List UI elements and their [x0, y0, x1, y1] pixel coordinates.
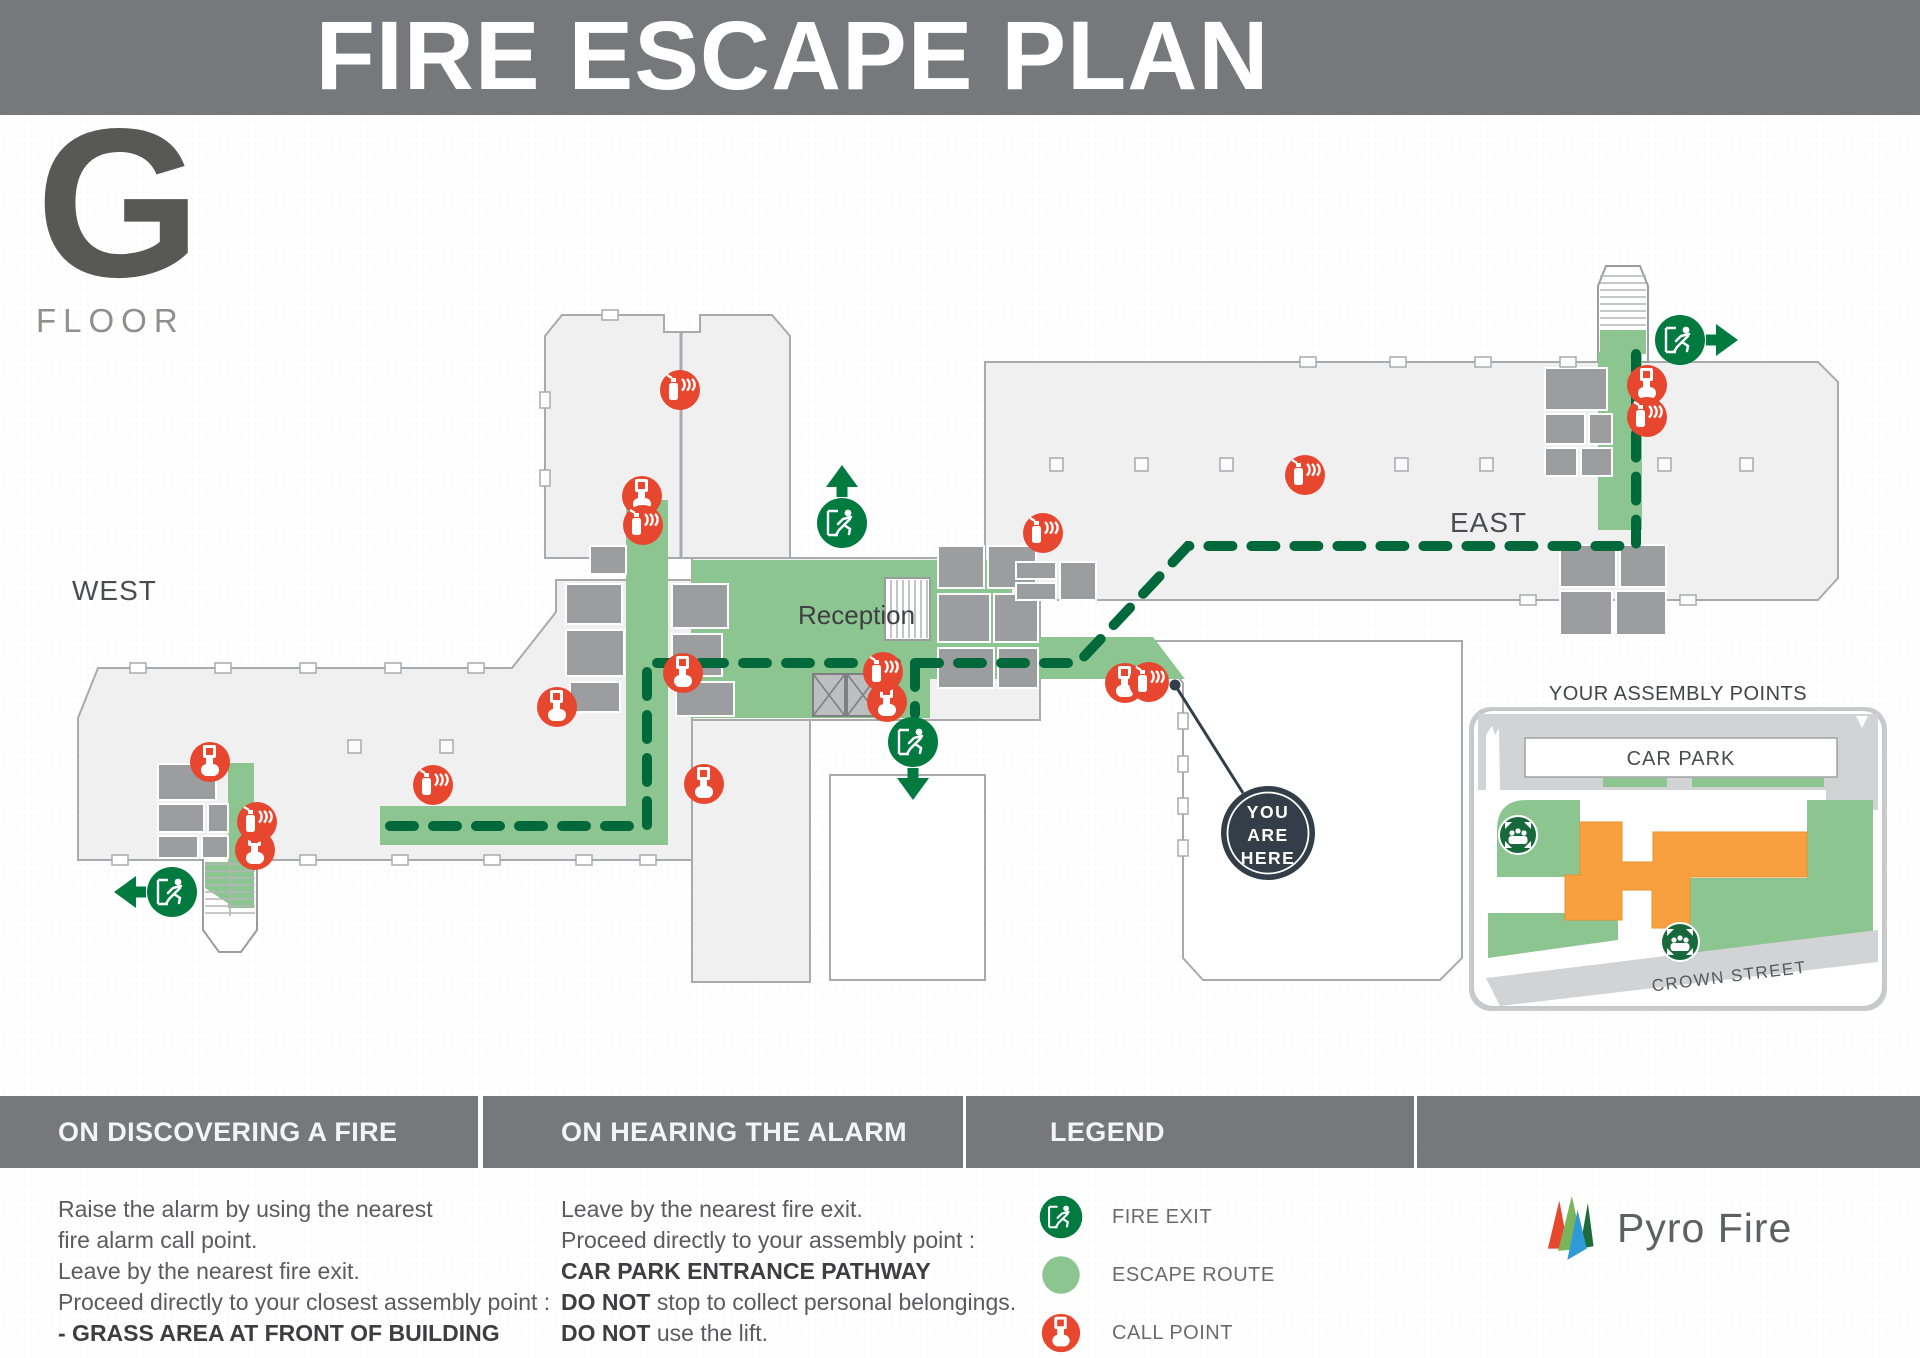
- fire-extinguisher-icon: [1285, 455, 1325, 495]
- title-bar: FIRE ESCAPE PLAN: [0, 0, 1920, 115]
- assembly-points-inset: YOUR ASSEMBLY POINTS CAR PARK CROWN STRE…: [1469, 683, 1887, 1011]
- poster-title: FIRE ESCAPE PLAN: [315, 1, 1270, 110]
- fire-extinguisher-icon: [863, 652, 903, 692]
- fire-exit-icon: [1655, 315, 1738, 365]
- fire-extinguisher-icon: [237, 802, 277, 842]
- brand-logo: Pyro Fire: [1547, 1196, 1792, 1260]
- fire-extinguisher-icon: [623, 505, 663, 545]
- call-point-icon: [190, 742, 230, 782]
- floor-letter: G: [36, 84, 201, 321]
- fire-exit-icon: [817, 465, 867, 548]
- instruction-line: Leave by the nearest fire exit.: [58, 1258, 360, 1284]
- legend-label: FIRE EXIT: [1112, 1205, 1213, 1228]
- brand-name: Pyro Fire: [1617, 1204, 1793, 1251]
- panel-heading-empty: [1417, 1096, 1920, 1168]
- fire-exit-icon: [888, 717, 938, 800]
- instruction-line: Proceed directly to your assembly point …: [561, 1227, 976, 1253]
- legend-item: FIRE EXIT: [1038, 1188, 1384, 1246]
- panel-heading: ON HEARING THE ALARM: [483, 1096, 963, 1168]
- assembly-point-icon: [1660, 922, 1700, 962]
- lift-shafts: [812, 673, 880, 717]
- instruction-line: Raise the alarm by using the nearest: [58, 1196, 433, 1222]
- stairs-and-lifts: [205, 275, 1646, 916]
- fire-exit-icon: [1039, 1195, 1083, 1239]
- you-are-here-line2: ARE: [1247, 825, 1288, 845]
- east-label: EAST: [1450, 507, 1527, 538]
- call-point-icon: [867, 682, 907, 722]
- exit-direction-arrow-up: [826, 465, 858, 497]
- floor-badge: G FLOOR: [36, 84, 256, 340]
- fire-exit-icon: [114, 867, 197, 917]
- call-point-icon: [684, 764, 724, 804]
- panel-heading: ON DISCOVERING A FIRE: [0, 1096, 478, 1168]
- legend-label: ESCAPE ROUTE: [1112, 1263, 1275, 1286]
- panel-on-discovering-a-fire: ON DISCOVERING A FIRE Raise the alarm by…: [0, 1096, 551, 1358]
- exit-direction-arrow-right: [1706, 324, 1738, 356]
- call-point-icon: [663, 653, 703, 693]
- panel-on-hearing-the-alarm: ON HEARING THE ALARM Leave by the neares…: [483, 1096, 1017, 1358]
- reception-label: Reception: [798, 600, 915, 630]
- pyro-fire-logo-icon: [1547, 1196, 1594, 1260]
- instruction-panels: ON DISCOVERING A FIRE Raise the alarm by…: [0, 1096, 1920, 1358]
- escape-route-dashed-line: [385, 349, 1641, 831]
- car-park-area: [1524, 737, 1838, 778]
- fire-extinguisher-icon: [660, 370, 700, 410]
- instruction-line: CAR PARK ENTRANCE PATHWAY: [561, 1258, 931, 1284]
- call-point-icon: [1041, 1313, 1081, 1353]
- exit-direction-arrow-down: [897, 768, 929, 800]
- exit-direction-arrow-left: [114, 876, 146, 908]
- west-label: WEST: [72, 575, 157, 606]
- instruction-line: DO NOT use the lift.: [561, 1320, 769, 1346]
- call-point-icon: [537, 687, 577, 727]
- wall-pillars: [111, 309, 1754, 866]
- instruction-line: Leave by the nearest fire exit.: [561, 1196, 863, 1222]
- you-are-here-badge: YOU ARE HERE: [1169, 679, 1315, 880]
- panel-legend: LEGEND FIRE EXIT ESCAPE ROUTE CALL POINT: [966, 1096, 1414, 1358]
- legend-item: CALL POINT: [1038, 1304, 1384, 1358]
- assembly-point-icon: [1498, 815, 1538, 855]
- escape-route-path: [385, 349, 1641, 831]
- panel-brand: Pyro Fire: [1417, 1096, 1920, 1358]
- instruction-line: fire alarm call point.: [58, 1227, 258, 1253]
- panel-heading: LEGEND: [966, 1096, 1414, 1168]
- instruction-line: Proceed directly to your closest assembl…: [58, 1289, 551, 1315]
- car-park-label: CAR PARK: [1627, 748, 1736, 770]
- legend-label: CALL POINT: [1112, 1321, 1233, 1344]
- you-are-here-line3: HERE: [1241, 848, 1296, 868]
- floor-word: FLOOR: [36, 302, 185, 339]
- assembly-inset-title: YOUR ASSEMBLY POINTS: [1549, 683, 1807, 705]
- fire-extinguisher-icon: [1129, 662, 1169, 702]
- instruction-line: - GRASS AREA AT FRONT OF BUILDING: [58, 1320, 500, 1346]
- fire-extinguisher-icon: [413, 765, 453, 805]
- call-point-icon: [1041, 1313, 1081, 1353]
- building-footprint: [1564, 821, 1808, 929]
- fire-extinguisher-icon: [1627, 397, 1667, 437]
- instruction-line: DO NOT stop to collect personal belongin…: [561, 1289, 1017, 1315]
- you-are-here-line1: YOU: [1247, 802, 1289, 822]
- escape-route-icon: [1042, 1256, 1080, 1294]
- call-point-icon: [1627, 365, 1667, 405]
- legend-item: ESCAPE ROUTE: [1038, 1246, 1384, 1304]
- fire-extinguisher-icon: [1023, 513, 1063, 553]
